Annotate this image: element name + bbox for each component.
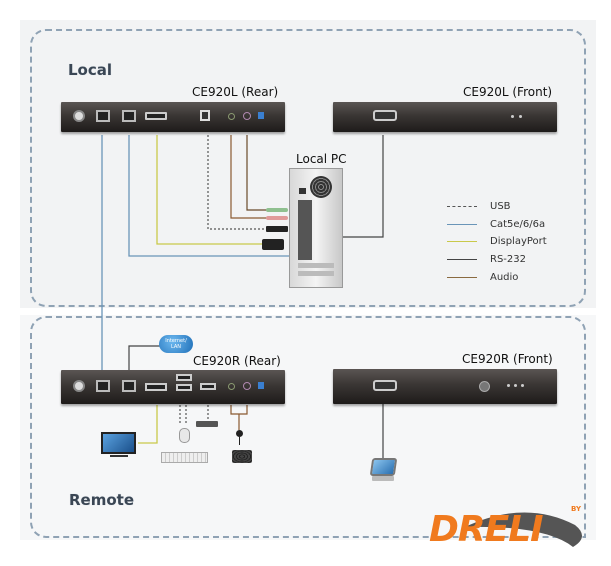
- legend-item-cat5: Cat5e/6/6a: [447, 216, 547, 234]
- legend-swatch-displayport: [447, 241, 477, 243]
- led-indicator-icon: [258, 382, 264, 389]
- local-zone-label: Local: [68, 61, 113, 79]
- led-icon: [507, 384, 510, 387]
- usb-a-port-icon: [176, 384, 192, 391]
- displayport-plug-icon: [262, 239, 284, 250]
- speakers-icon: [232, 450, 252, 463]
- remote-zone-label: Remote: [69, 491, 135, 509]
- usb-a-port-icon: [176, 374, 192, 381]
- local-zone: [30, 29, 586, 307]
- microphone-icon: [236, 430, 243, 437]
- logo-text: DRELI: [429, 509, 544, 550]
- cloud-label-line1: Internet/: [165, 338, 187, 344]
- expansion-slot: [298, 271, 334, 276]
- ce920r-rear-title: CE920R (Rear): [193, 354, 281, 368]
- legend-swatch-cat5: [447, 223, 477, 225]
- audio-in-port-icon: [243, 112, 251, 120]
- led-icon: [511, 115, 514, 118]
- keyboard-icon: [161, 452, 208, 463]
- usb-drive-icon: [196, 421, 218, 427]
- led-icon: [521, 384, 524, 387]
- usb-plug-icon: [266, 226, 288, 232]
- cloud-label-line2: LAN: [170, 344, 182, 350]
- ce920r-rear-device: [61, 370, 285, 404]
- rj45-port-icon: [96, 380, 110, 392]
- audio-plug-green-icon: [266, 208, 288, 212]
- audio-cable-remote: [230, 405, 248, 415]
- rs232-port-icon: [373, 380, 397, 391]
- legend-item-audio: Audio: [447, 268, 547, 286]
- rs232-port-icon: [373, 110, 397, 121]
- ce920r-front-title: CE920R (Front): [462, 352, 553, 366]
- displayport-icon: [145, 383, 167, 391]
- serial-terminal-base-icon: [372, 476, 394, 481]
- power-port-icon: [73, 380, 85, 392]
- legend-label: DisplayPort: [490, 236, 547, 248]
- logo-by: BY: [571, 505, 582, 513]
- mouse-icon: [179, 428, 190, 443]
- ce920l-rear-device: [61, 102, 285, 132]
- displayport-cable-remote: [138, 405, 158, 444]
- led-icon: [519, 115, 522, 118]
- dreli-logo: DRELI BY: [425, 505, 595, 557]
- usb-b-port-icon: [200, 110, 210, 121]
- fan-icon: [310, 176, 332, 198]
- led-indicator-icon: [258, 112, 264, 119]
- legend-swatch-usb: [447, 206, 477, 208]
- power-socket-icon: [299, 188, 306, 194]
- audio-cable-local-1: [230, 135, 268, 219]
- legend-swatch-audio: [447, 276, 477, 278]
- rj45-port-icon: [122, 380, 136, 392]
- legend-label: USB: [490, 201, 511, 213]
- legend-swatch-rs232: [447, 259, 477, 261]
- dreli-logo-swoosh: [465, 512, 583, 547]
- button-icon: [479, 381, 490, 392]
- power-port-icon: [73, 110, 85, 122]
- led-icon: [514, 384, 517, 387]
- cat5-cable-lan: [128, 345, 160, 376]
- cat5-cable-pc: [128, 135, 300, 257]
- io-panel: [298, 200, 312, 260]
- legend-item-displayport: DisplayPort: [447, 233, 547, 251]
- remote-zone: [30, 316, 586, 538]
- expansion-slot: [298, 263, 334, 268]
- audio-out-port-icon: [228, 113, 235, 120]
- logo-swoosh-icon: [465, 512, 583, 547]
- cable-legend: USB Cat5e/6/6a DisplayPort RS-232 Audio: [447, 198, 547, 286]
- local-pc-tower: [289, 168, 343, 288]
- legend-label: Audio: [490, 271, 519, 283]
- internet-lan-cloud-icon: Internet/ LAN: [159, 335, 193, 353]
- monitor-icon: [101, 432, 136, 454]
- legend-item-rs232: RS-232: [447, 251, 547, 269]
- ce920l-rear-title: CE920L (Rear): [192, 85, 279, 99]
- legend-label: Cat5e/6/6a: [490, 218, 546, 230]
- displayport-icon: [145, 112, 167, 120]
- serial-terminal-icon: [369, 458, 398, 476]
- audio-out-port-icon: [228, 383, 235, 390]
- microphone-stand-icon: [239, 437, 240, 445]
- rj45-port-icon: [122, 110, 136, 122]
- ce920r-front-device: [333, 369, 557, 404]
- audio-plug-pink-icon: [266, 216, 288, 220]
- legend-label: RS-232: [490, 254, 526, 266]
- audio-cable-local-2: [246, 135, 268, 211]
- monitor-stand-icon: [110, 455, 128, 457]
- legend-item-usb: USB: [447, 198, 547, 216]
- displayport-cable-local: [156, 135, 268, 245]
- audio-in-port-icon: [243, 382, 251, 390]
- usb-a-port-icon: [200, 383, 216, 390]
- usb-cable-local: [207, 135, 268, 230]
- ce920l-front-device: [333, 102, 557, 132]
- local-pc-label: Local PC: [296, 152, 347, 166]
- rj45-port-icon: [96, 110, 110, 122]
- remote-zone-background: [20, 315, 596, 540]
- ce920l-front-title: CE920L (Front): [463, 85, 553, 99]
